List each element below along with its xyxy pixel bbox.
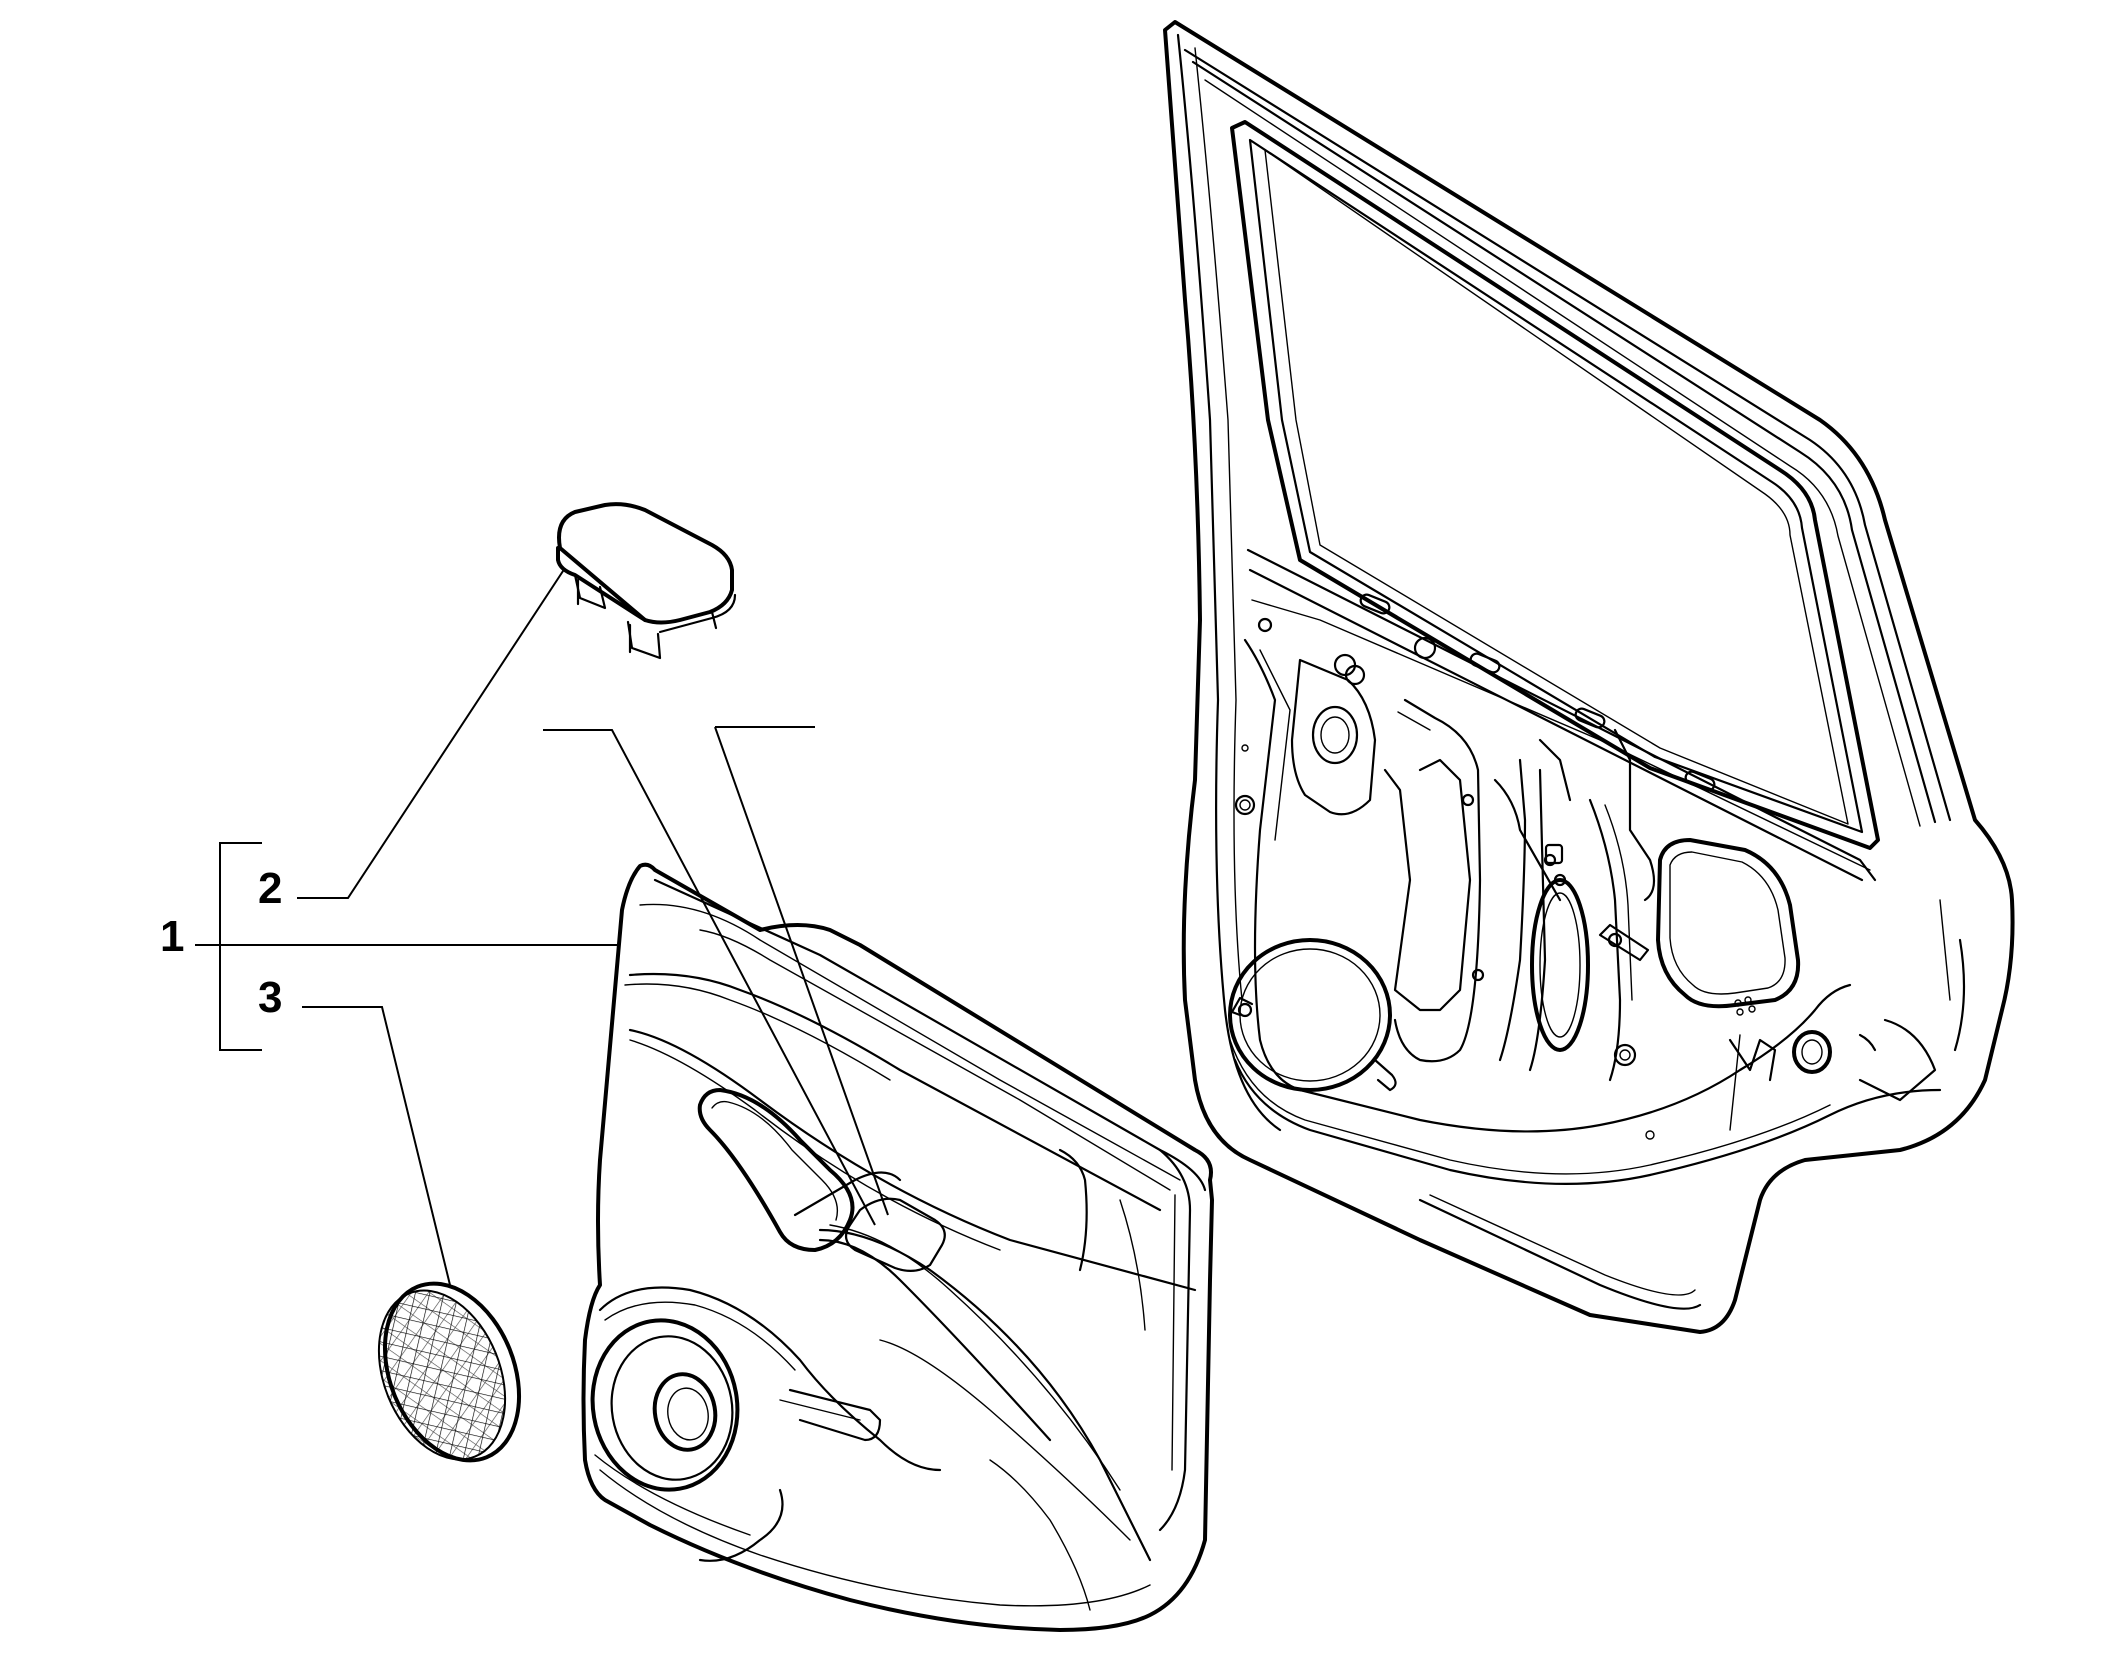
door-shell: [1163, 20, 2015, 1334]
leader-lines: [195, 567, 889, 1286]
callout-label-1: 1: [160, 912, 184, 961]
callout-labels: 1 2 3: [160, 864, 282, 1022]
callout-label-2: 2: [258, 864, 282, 913]
speaker-grille: [360, 1271, 529, 1479]
door-trim-panel: [581, 862, 1214, 1632]
callout-label-3: 3: [258, 973, 282, 1022]
trim-cap: [556, 502, 737, 660]
